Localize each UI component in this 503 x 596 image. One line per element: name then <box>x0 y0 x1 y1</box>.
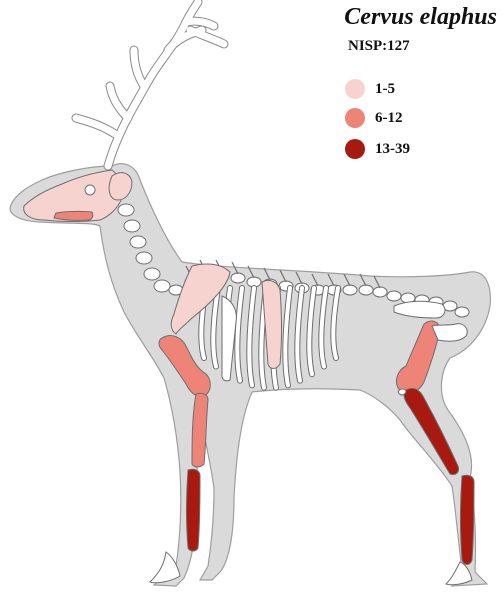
vertebra <box>136 252 152 264</box>
legend-swatch-high <box>345 139 365 159</box>
vertebra <box>343 285 357 295</box>
antlers <box>76 2 224 166</box>
vertebra <box>130 236 146 248</box>
radius-ulna-element <box>192 393 208 467</box>
vertebra <box>154 280 170 292</box>
legend-swatch-low <box>345 79 365 99</box>
species-title: Cervus elaphus <box>344 4 497 31</box>
mandible-element <box>54 211 93 220</box>
legend-label-high: 13-39 <box>375 141 410 158</box>
vertebra <box>118 204 134 216</box>
vertebra <box>231 273 245 283</box>
legend-item-low: 1-5 <box>345 78 395 100</box>
vertebra <box>455 307 469 317</box>
vertebra <box>373 287 387 297</box>
metacarpal-element <box>187 469 201 551</box>
legend-item-mid: 6-12 <box>345 107 403 129</box>
vertebra <box>387 291 401 301</box>
legend-label-mid: 6-12 <box>375 110 403 127</box>
metatarsal-element <box>461 475 475 564</box>
vertebra <box>144 268 160 280</box>
vertebra <box>124 220 140 232</box>
legend-swatch-mid <box>345 108 365 128</box>
legend-item-high: 13-39 <box>345 138 410 160</box>
legend-label-low: 1-5 <box>375 81 395 98</box>
vertebra <box>359 285 373 295</box>
nisp-count: NISP:127 <box>348 38 410 55</box>
orbit-marker <box>85 185 95 195</box>
